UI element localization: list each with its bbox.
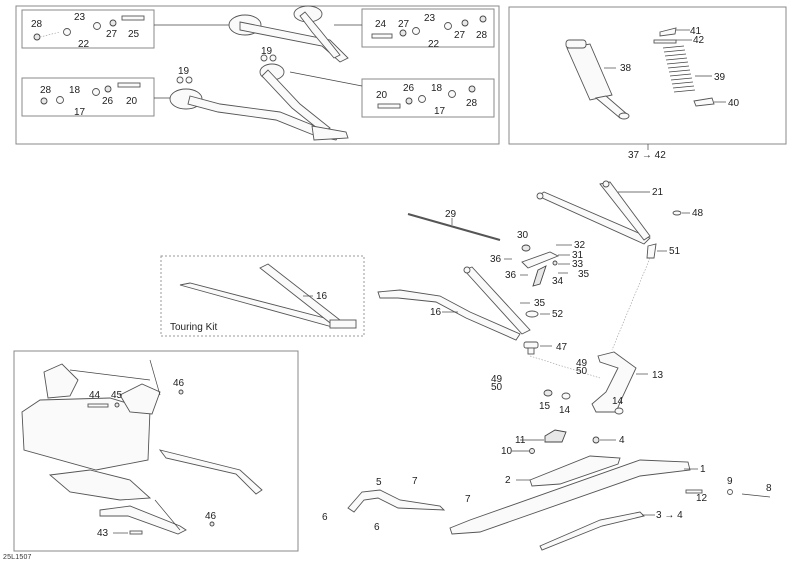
callout-27: 27 xyxy=(454,30,466,41)
callout-38: 38 xyxy=(620,63,632,74)
callout-30: 30 xyxy=(517,230,529,241)
callout-15: 15 xyxy=(539,401,551,412)
callout-18: 18 xyxy=(69,85,81,96)
callout-25: 25 xyxy=(128,29,140,40)
callout-31: 31 xyxy=(572,250,584,261)
ski-cushion xyxy=(544,429,567,443)
callout-44: 44 xyxy=(89,390,101,401)
callout-20: 20 xyxy=(126,96,138,107)
assembly-range-37-42: 37 → 42 xyxy=(628,150,666,161)
callout-40: 40 xyxy=(728,98,740,109)
sway-bar xyxy=(407,213,501,241)
callout-39: 39 xyxy=(714,72,726,83)
callout-7: 7 xyxy=(412,476,418,487)
touring-kit-panel xyxy=(160,255,365,337)
callout-52: 52 xyxy=(552,309,564,320)
callout-28: 28 xyxy=(40,85,52,96)
hardware-box-bottom-right xyxy=(361,78,495,118)
callout-34: 34 xyxy=(552,276,564,287)
lower-a-arm xyxy=(377,289,521,341)
callout-32: 32 xyxy=(574,240,586,251)
spindle xyxy=(591,351,637,413)
callout-27: 27 xyxy=(106,29,118,40)
callout-18: 18 xyxy=(431,83,443,94)
callout-33: 33 xyxy=(572,259,584,270)
hardware-box-top-left xyxy=(21,9,155,49)
callout-28: 28 xyxy=(476,30,488,41)
callout-6: 6 xyxy=(374,522,380,533)
callout-20: 20 xyxy=(376,90,388,101)
ski xyxy=(449,459,691,535)
hardware-box-bottom-left xyxy=(21,77,155,117)
callout-43: 43 xyxy=(97,528,109,539)
ski-handle-plate xyxy=(529,455,621,487)
ski-runner xyxy=(539,511,645,551)
callout-27: 27 xyxy=(398,19,410,30)
callout-6: 6 xyxy=(322,512,328,523)
callout-36: 36 xyxy=(505,270,517,281)
spring-icon xyxy=(653,27,715,107)
callout-42: 42 xyxy=(693,35,705,46)
hardware-box-top-right xyxy=(361,8,495,48)
callout-49: 49 xyxy=(491,374,503,385)
callout-4: 4 xyxy=(619,435,625,446)
callout-17: 17 xyxy=(74,107,86,118)
callout-26: 26 xyxy=(403,83,415,94)
callout-16: 16 xyxy=(430,307,442,318)
callout-28: 28 xyxy=(466,98,478,109)
callout-8: 8 xyxy=(766,483,772,494)
callout-12: 12 xyxy=(696,493,708,504)
callout-49: 49 xyxy=(576,358,588,369)
callout-45: 45 xyxy=(111,390,123,401)
callout-46: 46 xyxy=(205,511,217,522)
a-arm-detail-panel xyxy=(15,5,500,145)
callout-3-to-4: 3 → 4 xyxy=(656,510,683,521)
callout-19: 19 xyxy=(178,66,190,77)
callout-21: 21 xyxy=(652,187,664,198)
callout-10: 10 xyxy=(501,446,513,457)
callout-13: 13 xyxy=(652,370,664,381)
touring-kit-caption: Touring Kit xyxy=(170,322,217,333)
callout-50: 50 xyxy=(576,366,588,377)
callout-26: 26 xyxy=(102,96,114,107)
callout-9: 9 xyxy=(727,476,733,487)
callout-23: 23 xyxy=(424,13,436,24)
chassis-inset-panel xyxy=(13,350,299,552)
callout-17: 17 xyxy=(434,106,446,117)
callout-28: 28 xyxy=(31,19,43,30)
callout-16-touring: 16 xyxy=(316,291,328,302)
callout-22: 22 xyxy=(428,39,440,50)
callout-7: 7 xyxy=(465,494,471,505)
callout-2: 2 xyxy=(505,475,511,486)
callout-14: 14 xyxy=(612,396,624,407)
callout-1: 1 xyxy=(700,464,706,475)
callout-5: 5 xyxy=(376,477,382,488)
callout-14: 14 xyxy=(559,405,571,416)
drawing-code: 25L1507 xyxy=(3,554,32,561)
callout-29: 29 xyxy=(445,209,457,220)
callout-11: 11 xyxy=(515,435,526,446)
chassis-frame xyxy=(21,397,151,471)
callout-35: 35 xyxy=(534,298,546,309)
ski-loop xyxy=(347,489,446,513)
callout-22: 22 xyxy=(78,39,90,50)
callout-46: 46 xyxy=(173,378,185,389)
callout-48: 48 xyxy=(692,208,704,219)
callout-51: 51 xyxy=(669,246,681,257)
callout-23: 23 xyxy=(74,12,86,23)
callout-19: 19 xyxy=(261,46,273,57)
shock-detail-panel xyxy=(508,6,787,145)
callout-47: 47 xyxy=(556,342,568,353)
callout-41: 41 xyxy=(690,26,702,37)
callout-36: 36 xyxy=(490,254,502,265)
callout-50: 50 xyxy=(491,382,503,393)
callout-24: 24 xyxy=(375,19,387,30)
callout-35: 35 xyxy=(578,269,590,280)
